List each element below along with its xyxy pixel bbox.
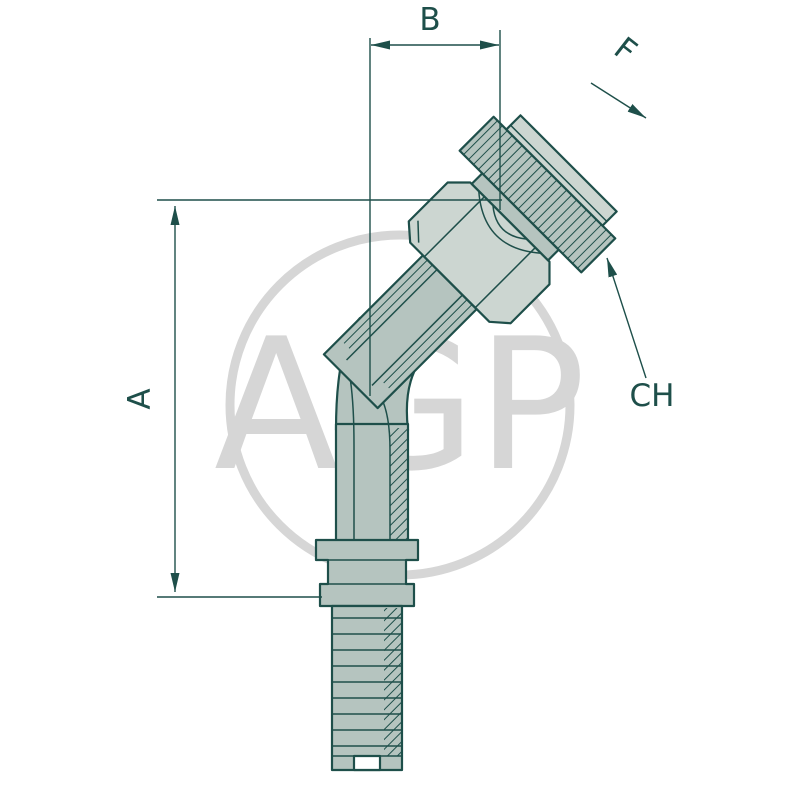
dimension-ch: CH [606, 257, 675, 414]
dimension-f: F [590, 30, 647, 119]
dimension-a: A [122, 199, 502, 598]
nut-cone-seat-inner [492, 205, 527, 240]
swivel-nut [407, 181, 551, 325]
dim-f-leader [590, 82, 647, 119]
sealing-face-line [510, 124, 608, 222]
dim-a-label: A [122, 388, 158, 409]
dim-f-label: F [607, 30, 643, 69]
nut-corner-steps [408, 220, 420, 243]
fitting-drawing [314, 114, 618, 772]
upper-tube-hatch-top [339, 255, 438, 353]
upper-bore-line-1 [346, 268, 438, 361]
nut-hex-edge-2 [474, 247, 536, 309]
upper-tube-hatch-bottom [379, 294, 477, 393]
tube-wall-hatch [390, 428, 408, 540]
dim-b-label: B [419, 2, 440, 38]
dimension-b: B [369, 2, 501, 396]
dim-ch-label: CH [630, 378, 675, 414]
nut-hex-edge-1 [423, 196, 485, 258]
sealing-face [505, 114, 618, 227]
collar [314, 538, 420, 608]
dim-ch-leader [606, 257, 647, 379]
bore-opening [352, 754, 382, 772]
upper-bore-line-2 [371, 294, 464, 386]
flange-hatch [459, 116, 616, 273]
nut-cone-seat-outer [478, 190, 542, 254]
upper-assembly [322, 114, 618, 410]
